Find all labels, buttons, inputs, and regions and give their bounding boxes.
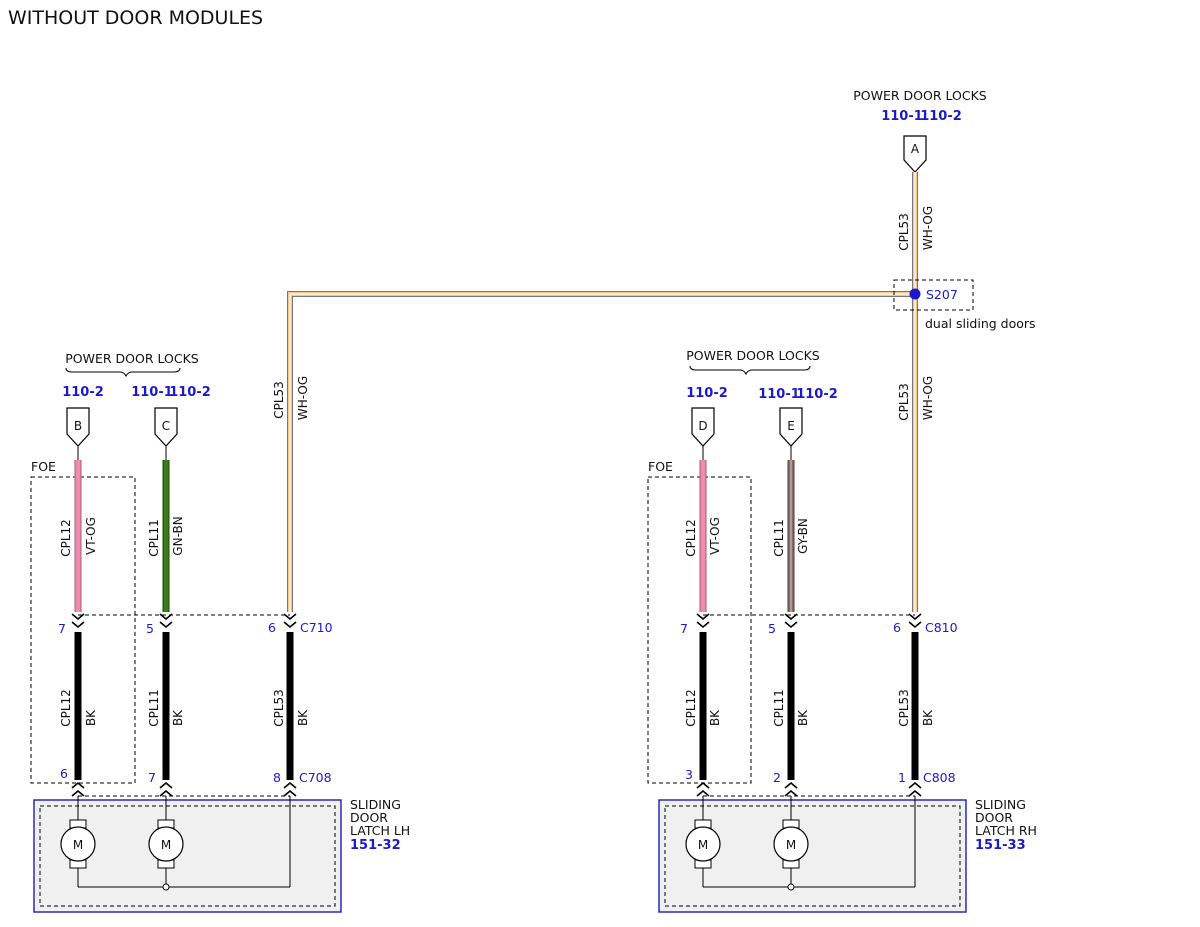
c810-pin-e: 5 <box>768 621 776 636</box>
right-lower-d-circuit: CPL12 <box>684 689 698 727</box>
wire-a-circuit: CPL53 <box>897 213 911 251</box>
right-lower-e-color: BK <box>796 709 810 726</box>
left-foe-label: FOE <box>31 459 56 474</box>
splice-dot[interactable] <box>909 288 921 300</box>
c710-pin-b: 7 <box>58 621 66 636</box>
wire-left-b-circuit: CPL12 <box>59 519 73 557</box>
wire-a-color: WH-OG <box>921 206 935 250</box>
rh-module-line3: LATCH RH <box>975 823 1037 838</box>
left-lower-b-circuit: CPL12 <box>59 689 73 727</box>
left-lower-c-color: BK <box>171 709 185 726</box>
splice-id: S207 <box>926 287 958 302</box>
wire-lh-circuit: CPL53 <box>272 381 286 419</box>
c810-pin-d: 7 <box>680 621 688 636</box>
right-group-label: POWER DOOR LOCKS <box>686 348 820 363</box>
right-group-brace <box>689 365 811 376</box>
connector-c: C <box>154 407 178 447</box>
lh-module-line3: LATCH LH <box>350 823 410 838</box>
rh-module-ref[interactable]: 151-33 <box>975 838 1026 853</box>
c808-pin-e: 2 <box>773 770 781 785</box>
c708-pin-c: 7 <box>148 770 156 785</box>
left-foe-box <box>30 476 136 784</box>
svg-text:M: M <box>161 838 171 852</box>
motor-rh-1 <box>685 826 721 862</box>
c708-id[interactable]: C708 <box>299 770 332 785</box>
svg-text:C: C <box>162 419 170 433</box>
wire-rh-color: WH-OG <box>921 376 935 420</box>
wire-left-c-circuit: CPL11 <box>147 519 161 557</box>
splice-note: dual sliding doors <box>925 316 1036 331</box>
left-group-brace <box>65 367 181 378</box>
c710-id[interactable]: C710 <box>300 620 333 635</box>
c810-id[interactable]: C810 <box>925 620 958 635</box>
svg-text:B: B <box>74 419 82 433</box>
c808-pin-d: 3 <box>685 767 693 782</box>
c808-id[interactable]: C808 <box>923 770 956 785</box>
top-group-label: POWER DOOR LOCKS <box>853 88 987 103</box>
c708-pin-wh: 8 <box>273 770 281 785</box>
right-d-ref[interactable]: 110-2 <box>686 386 728 401</box>
c808-pin-wh: 1 <box>898 770 906 785</box>
wire-left-c-color: GN-BN <box>171 516 185 555</box>
left-b-ref[interactable]: 110-2 <box>62 385 104 400</box>
wire-lh-cpl53 <box>287 291 915 612</box>
svg-text:M: M <box>786 838 796 852</box>
wire-left-b-color: VT-OG <box>84 517 98 555</box>
right-lower-e-circuit: CPL11 <box>772 689 786 727</box>
right-lower-wh-circuit: CPL53 <box>897 689 911 727</box>
right-e-ref-2[interactable]: 110-2 <box>796 387 838 402</box>
wire-right-d-color: VT-OG <box>708 517 722 555</box>
left-c-ref-2[interactable]: 110-2 <box>169 385 211 400</box>
left-lower-c-circuit: CPL11 <box>147 689 161 727</box>
motor-lh-1 <box>60 826 96 862</box>
page-title: WITHOUT DOOR MODULES <box>8 7 263 29</box>
connector-b: B <box>66 407 90 447</box>
svg-text:A: A <box>911 142 920 156</box>
wire-right-d-circuit: CPL12 <box>684 519 698 557</box>
sliding-door-latch-rh[interactable]: M M <box>658 796 967 913</box>
right-foe-label: FOE <box>648 459 673 474</box>
svg-text:M: M <box>698 838 708 852</box>
splice-box <box>893 279 974 311</box>
wire-rh-circuit: CPL53 <box>897 383 911 421</box>
lh-module-line2: DOOR <box>350 810 388 825</box>
c810-pin-wh: 6 <box>893 620 901 635</box>
motor-rh-2 <box>773 826 809 862</box>
sliding-door-latch-lh[interactable]: M M <box>33 796 342 913</box>
svg-text:D: D <box>698 419 707 433</box>
svg-text:M: M <box>73 838 83 852</box>
motor-lh-2 <box>148 826 184 862</box>
svg-text:E: E <box>787 419 795 433</box>
left-lower-wh-circuit: CPL53 <box>272 689 286 727</box>
rh-module-line1: SLIDING <box>975 797 1026 812</box>
right-lower-wh-color: BK <box>921 709 935 726</box>
left-c-ref-1[interactable]: 110-1 <box>131 385 173 400</box>
left-group-label: POWER DOOR LOCKS <box>65 351 199 366</box>
c708-pin-b: 6 <box>60 766 68 781</box>
top-ref-2[interactable]: 110-2 <box>920 109 962 124</box>
lh-module-line1: SLIDING <box>350 797 401 812</box>
wire-right-e-circuit: CPL11 <box>772 519 786 557</box>
left-lower-b-color: BK <box>84 709 98 726</box>
c710-pin-wh: 6 <box>268 620 276 635</box>
rh-module-line2: DOOR <box>975 810 1013 825</box>
wire-right-e-color: GY-BN <box>796 518 810 554</box>
lh-module-ref[interactable]: 151-32 <box>350 838 401 853</box>
right-lower-d-color: BK <box>708 709 722 726</box>
connector-d: D <box>691 407 715 447</box>
left-lower-wh-color: BK <box>296 709 310 726</box>
connector-e: E <box>779 407 803 447</box>
c710-pin-c: 5 <box>146 621 154 636</box>
wire-lh-color: WH-OG <box>296 376 310 420</box>
connector-a: A <box>903 135 927 173</box>
right-e-ref-1[interactable]: 110-1 <box>758 387 800 402</box>
top-ref-1[interactable]: 110-1 <box>881 109 923 124</box>
